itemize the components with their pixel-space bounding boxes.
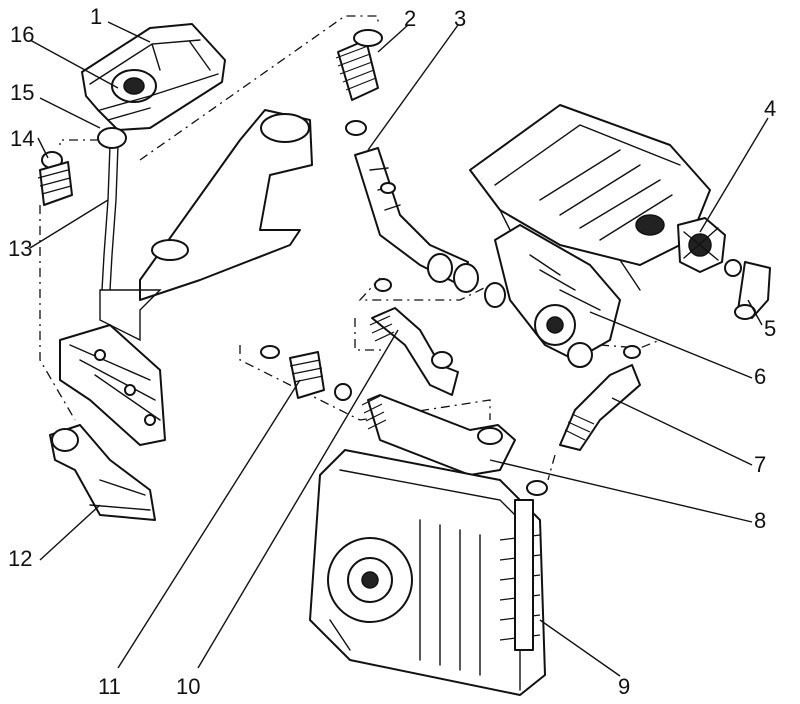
intake-bellows-duct	[335, 29, 383, 136]
callout-15: 15	[10, 80, 34, 105]
routing-line-11	[239, 345, 491, 421]
charge-air-hose	[369, 278, 459, 396]
air-intake-duct	[49, 424, 156, 521]
callout-11: 11	[98, 674, 121, 699]
air-filter-housing	[81, 23, 226, 131]
chassis-bracket	[59, 324, 166, 446]
routing-line-mid	[358, 277, 491, 301]
leader-lines	[29, 21, 769, 677]
callout-8: 8	[754, 508, 766, 533]
bellows-connector	[260, 345, 352, 401]
intake-pipe	[354, 147, 479, 293]
routing-line-top	[139, 15, 379, 161]
engine-cover	[469, 104, 711, 291]
callout-14: 14	[10, 126, 34, 151]
routing-line-left	[39, 205, 76, 421]
callout-16: 16	[10, 22, 34, 47]
throttle-connection-pipe	[724, 259, 771, 320]
callout-numbers: 1 2 3 4 5 6 7 8 9 10 11 12 13 14 15 16	[8, 4, 776, 699]
turbocharger-manifold	[484, 224, 621, 368]
air-duct-bracket	[99, 109, 313, 342]
callout-1: 1	[90, 4, 102, 29]
radiator-intercooler-assembly	[309, 449, 546, 696]
vent-hose-outer	[109, 144, 119, 291]
callout-7: 7	[754, 452, 766, 477]
routing-line-clamp	[59, 139, 120, 145]
air-inlet-bellows	[37, 151, 73, 206]
callout-10: 10	[176, 674, 200, 699]
hose-clamp	[97, 127, 127, 149]
callout-3: 3	[454, 6, 466, 31]
vent-hose	[101, 144, 111, 291]
callout-2: 2	[404, 6, 416, 31]
callout-4: 4	[764, 96, 776, 121]
routing-line-8	[547, 454, 556, 481]
callout-6: 6	[754, 364, 766, 389]
charge-air-pipe-upper	[526, 345, 641, 496]
callout-12: 12	[8, 546, 32, 571]
callout-13: 13	[8, 236, 32, 261]
throttle-body	[677, 217, 726, 273]
callout-5: 5	[764, 316, 776, 341]
callout-9: 9	[618, 674, 630, 699]
charge-air-pipe-lower	[361, 394, 516, 476]
